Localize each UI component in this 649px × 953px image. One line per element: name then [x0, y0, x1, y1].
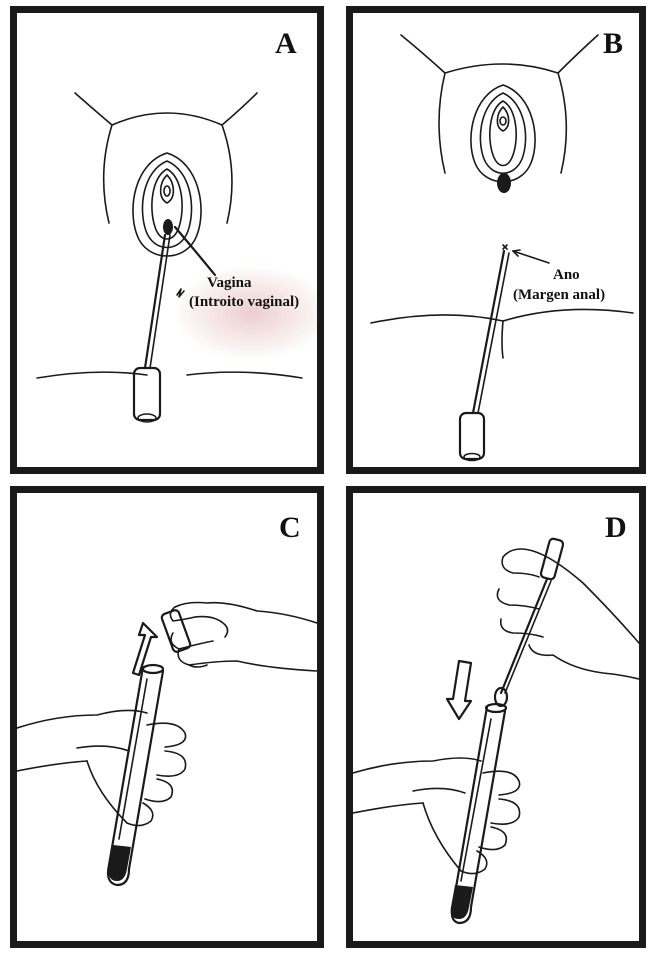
uncap-tube-illustration: [17, 493, 317, 941]
panel-letter: C: [279, 511, 301, 545]
anus-label: Ano: [553, 267, 580, 284]
panel-letter: A: [275, 27, 297, 61]
vaginal-introitus-label: (Introito vaginal): [189, 294, 299, 311]
panel-b: B Ano (Margen anal): [346, 6, 646, 474]
panel-d: D: [346, 486, 646, 948]
anal-margin-label: (Margen anal): [513, 287, 605, 304]
panel-letter: D: [605, 511, 627, 545]
panel-letter: B: [603, 27, 623, 61]
insert-swab-into-tube-illustration: [353, 493, 639, 941]
panel-c: C: [10, 486, 324, 948]
perineum-anal-swab-illustration: [353, 13, 639, 467]
panel-a: A Vagina (Introito vaginal): [10, 6, 324, 474]
perineum-vaginal-swab-illustration: [17, 13, 317, 467]
vagina-label: Vagina: [207, 275, 251, 292]
